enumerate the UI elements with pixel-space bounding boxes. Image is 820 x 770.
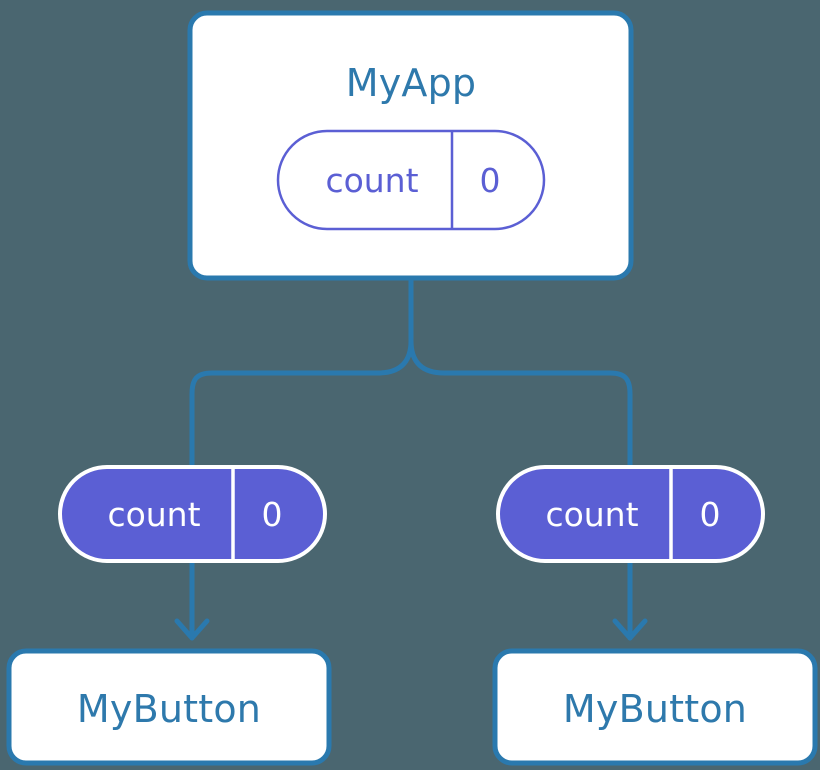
myapp-title: MyApp: [346, 61, 477, 105]
child-state-right-value: 0: [700, 495, 721, 534]
component-node-myapp[interactable]: MyApp count 0: [187, 10, 634, 281]
component-node-mybutton-right[interactable]: MyButton: [492, 648, 818, 766]
child-state-pill-right-body[interactable]: [496, 465, 765, 563]
child-state-pill-right[interactable]: count 0: [496, 465, 765, 563]
mybutton-right-box[interactable]: [492, 648, 818, 766]
mybutton-left-title: MyButton: [77, 687, 261, 731]
child-state-pill-left[interactable]: count 0: [58, 465, 327, 563]
component-node-mybutton-left[interactable]: MyButton: [6, 648, 332, 766]
child-state-left-key: count: [107, 495, 200, 534]
arrow-head-right-icon: [612, 618, 648, 641]
myapp-state-pill-body[interactable]: [276, 129, 546, 231]
connector-group: [174, 275, 648, 641]
child-state-left-value: 0: [262, 495, 283, 534]
myapp-state-key: count: [325, 161, 418, 200]
child-state-pill-left-body[interactable]: [58, 465, 327, 563]
child-state-right-key: count: [545, 495, 638, 534]
connector-split-left: [189, 338, 414, 469]
myapp-state-pill[interactable]: count 0: [276, 129, 546, 231]
arrow-head-left-icon: [174, 618, 210, 641]
connector-split-right: [408, 338, 633, 469]
myapp-state-value: 0: [480, 161, 501, 200]
mybutton-left-box[interactable]: [6, 648, 332, 766]
mybutton-right-title: MyButton: [563, 687, 747, 731]
